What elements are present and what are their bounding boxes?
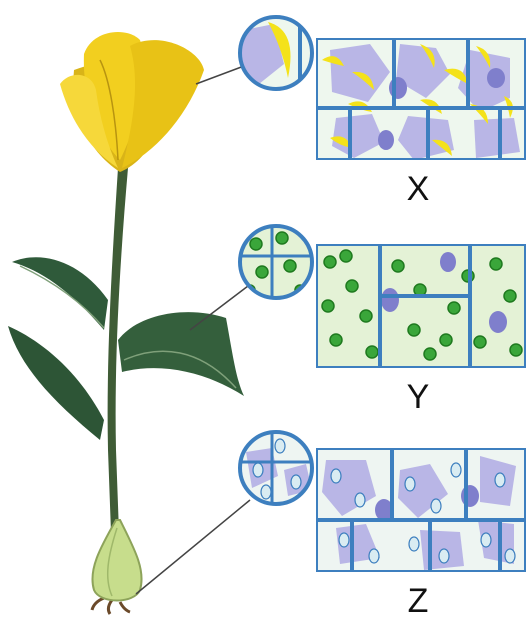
- label-y: Y: [388, 380, 448, 414]
- magnifier-z: [240, 432, 312, 504]
- magnifier-y: [240, 226, 312, 298]
- magnifier-x: [238, 16, 312, 90]
- cell-panel-x: [316, 38, 526, 160]
- label-x: X: [388, 172, 448, 206]
- right-leaf: [118, 312, 244, 396]
- cell-panel-y: [316, 244, 526, 368]
- bulb: [92, 520, 141, 601]
- connector-line-z: [136, 500, 250, 594]
- upper-leaf: [12, 257, 108, 330]
- tulip-flower: [60, 32, 204, 172]
- label-z: Z: [388, 584, 448, 618]
- tulip-plant: [8, 32, 244, 614]
- lower-leaf: [8, 326, 104, 440]
- cell-panel-z: [316, 448, 526, 572]
